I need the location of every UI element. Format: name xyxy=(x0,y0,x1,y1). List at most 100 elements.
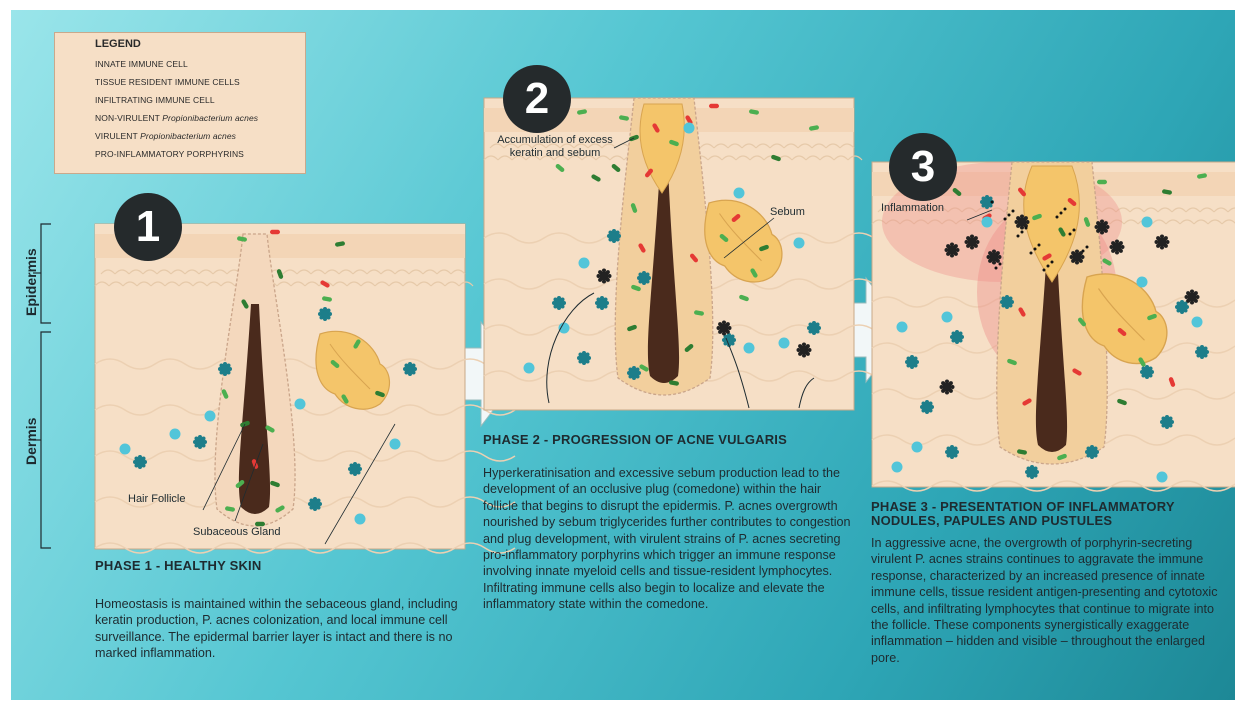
tissue-resident-cell xyxy=(1000,295,1014,309)
porphyrin xyxy=(1017,235,1020,238)
tissue-resident-cell xyxy=(218,362,232,376)
infiltrating-cell xyxy=(965,235,980,250)
innate-immune-cell xyxy=(1137,277,1148,288)
innate-immune-cell xyxy=(1142,217,1153,228)
porphyrin xyxy=(1008,214,1011,217)
porphyrin xyxy=(1012,210,1015,213)
phase-2-title: PHASE 2 - PROGRESSION OF ACNE VULGARIS xyxy=(483,432,787,447)
tissue-resident-cell xyxy=(577,351,591,365)
tissue-resident-cell xyxy=(905,355,919,369)
subaceous-gland-label: Subaceous Gland xyxy=(193,526,280,538)
porphyrin xyxy=(1021,231,1024,234)
porphyrin xyxy=(1060,212,1063,215)
tissue-resident-cell xyxy=(308,497,322,511)
innate-immune-cell xyxy=(1192,317,1203,328)
phase-1-title: PHASE 1 - HEALTHY SKIN xyxy=(95,558,261,573)
tissue-resident-cell xyxy=(627,366,641,380)
tissue-resident-cell xyxy=(1085,445,1099,459)
infiltrating-cell xyxy=(797,343,812,358)
legend-label-innate: INNATE IMMUNE CELL xyxy=(95,59,188,69)
phase-3-description: In aggressive acne, the overgrowth of po… xyxy=(871,535,1233,666)
legend-label-virulent-species: Propionibacterium acnes xyxy=(140,131,236,141)
epidermis-label: Epidermis xyxy=(23,248,39,316)
innate-immune-cell xyxy=(390,439,401,450)
legend-title: LEGEND xyxy=(95,38,141,50)
legend-item-innate: INNATE IMMUNE CELL xyxy=(95,59,188,69)
infiltrating-cell xyxy=(717,321,732,336)
porphyrin xyxy=(1047,265,1050,268)
legend-item-porphyrins: PRO-INFLAMMATORY PORPHYRINS xyxy=(95,149,244,159)
innate-immune-cell xyxy=(734,188,745,199)
legend-label-nonvirulent: NON-VIRULENT xyxy=(95,113,160,123)
bacterium xyxy=(270,230,280,234)
tissue-resident-cell xyxy=(807,321,821,335)
porphyrin xyxy=(1056,216,1059,219)
innate-immune-cell xyxy=(295,399,306,410)
tissue-resident-cell xyxy=(920,400,934,414)
tissue-resident-cell xyxy=(595,296,609,310)
tissue-resident-cell xyxy=(193,435,207,449)
innate-immune-cell xyxy=(1157,472,1168,483)
porphyrin xyxy=(1082,250,1085,253)
innate-immune-cell xyxy=(897,322,908,333)
infiltrating-cell xyxy=(1110,240,1125,255)
innate-immune-cell xyxy=(912,442,923,453)
porphyrin xyxy=(995,267,998,270)
innate-immune-cell xyxy=(779,338,790,349)
legend-item-nonvirulent: NON-VIRULENT Propionibacterium acnes xyxy=(95,113,258,123)
infiltrating-cell xyxy=(597,269,612,284)
legend-item-infiltrating: INFILTRATING IMMUNE CELL xyxy=(95,95,215,105)
infographic-canvas: LEGEND INNATE IMMUNE CELL TISSUE RESIDEN… xyxy=(11,10,1235,700)
tissue-resident-cell xyxy=(607,229,621,243)
innate-immune-cell xyxy=(982,217,993,228)
legend-label-porphyrins: PRO-INFLAMMATORY PORPHYRINS xyxy=(95,149,244,159)
innate-immune-cell xyxy=(170,429,181,440)
legend-label-infiltrating: INFILTRATING IMMUNE CELL xyxy=(95,95,215,105)
porphyrin xyxy=(1064,208,1067,211)
porphyrin xyxy=(1038,244,1041,247)
tissue-resident-cell xyxy=(318,307,332,321)
infiltrating-cell xyxy=(1185,290,1200,305)
innate-immune-cell xyxy=(942,312,953,323)
legend-label-resident: TISSUE RESIDENT IMMUNE CELLS xyxy=(95,77,240,87)
infiltrating-cell xyxy=(940,380,955,395)
legend-label-virulent: VIRULENT xyxy=(95,131,138,141)
innate-immune-cell xyxy=(524,363,535,374)
infiltrating-cell xyxy=(1095,220,1110,235)
porphyrin xyxy=(1034,248,1037,251)
porphyrin xyxy=(1030,252,1033,255)
tissue-resident-cell xyxy=(637,271,651,285)
accumulation-label: Accumulation of excess keratin and sebum xyxy=(485,134,625,160)
tissue-resident-cell xyxy=(133,455,147,469)
tissue-resident-cell xyxy=(1025,465,1039,479)
sebum-label: Sebum xyxy=(770,206,805,218)
hair-follicle-label: Hair Follicle xyxy=(128,493,185,505)
porphyrin xyxy=(1073,229,1076,232)
porphyrin xyxy=(999,263,1002,266)
tissue-resident-cell xyxy=(403,362,417,376)
phase-1-description: Homeostasis is maintained within the seb… xyxy=(95,596,460,662)
tissue-resident-cell xyxy=(1140,365,1154,379)
porphyrin xyxy=(1086,246,1089,249)
inflammation-label: Inflammation xyxy=(881,202,944,214)
porphyrin xyxy=(991,201,994,204)
porphyrin xyxy=(1025,227,1028,230)
innate-immune-cell xyxy=(579,258,590,269)
porphyrin xyxy=(1004,218,1007,221)
tissue-resident-cell xyxy=(950,330,964,344)
legend: LEGEND INNATE IMMUNE CELL TISSUE RESIDEN… xyxy=(54,32,306,174)
porphyrin xyxy=(1069,233,1072,236)
innate-immune-cell xyxy=(120,444,131,455)
innate-immune-cell xyxy=(794,238,805,249)
tissue-resident-cell xyxy=(1160,415,1174,429)
porphyrin xyxy=(1043,269,1046,272)
phase-2-description: Hyperkeratinisation and excessive sebum … xyxy=(483,465,855,613)
tissue-resident-cell xyxy=(1195,345,1209,359)
phase-2-badge: 2 xyxy=(503,65,571,133)
infiltrating-cell xyxy=(1155,235,1170,250)
innate-immune-cell xyxy=(205,411,216,422)
innate-immune-cell xyxy=(744,343,755,354)
legend-item-virulent: VIRULENT Propionibacterium acnes xyxy=(95,131,236,141)
bacterium xyxy=(709,104,719,108)
tissue-resident-cell xyxy=(348,462,362,476)
